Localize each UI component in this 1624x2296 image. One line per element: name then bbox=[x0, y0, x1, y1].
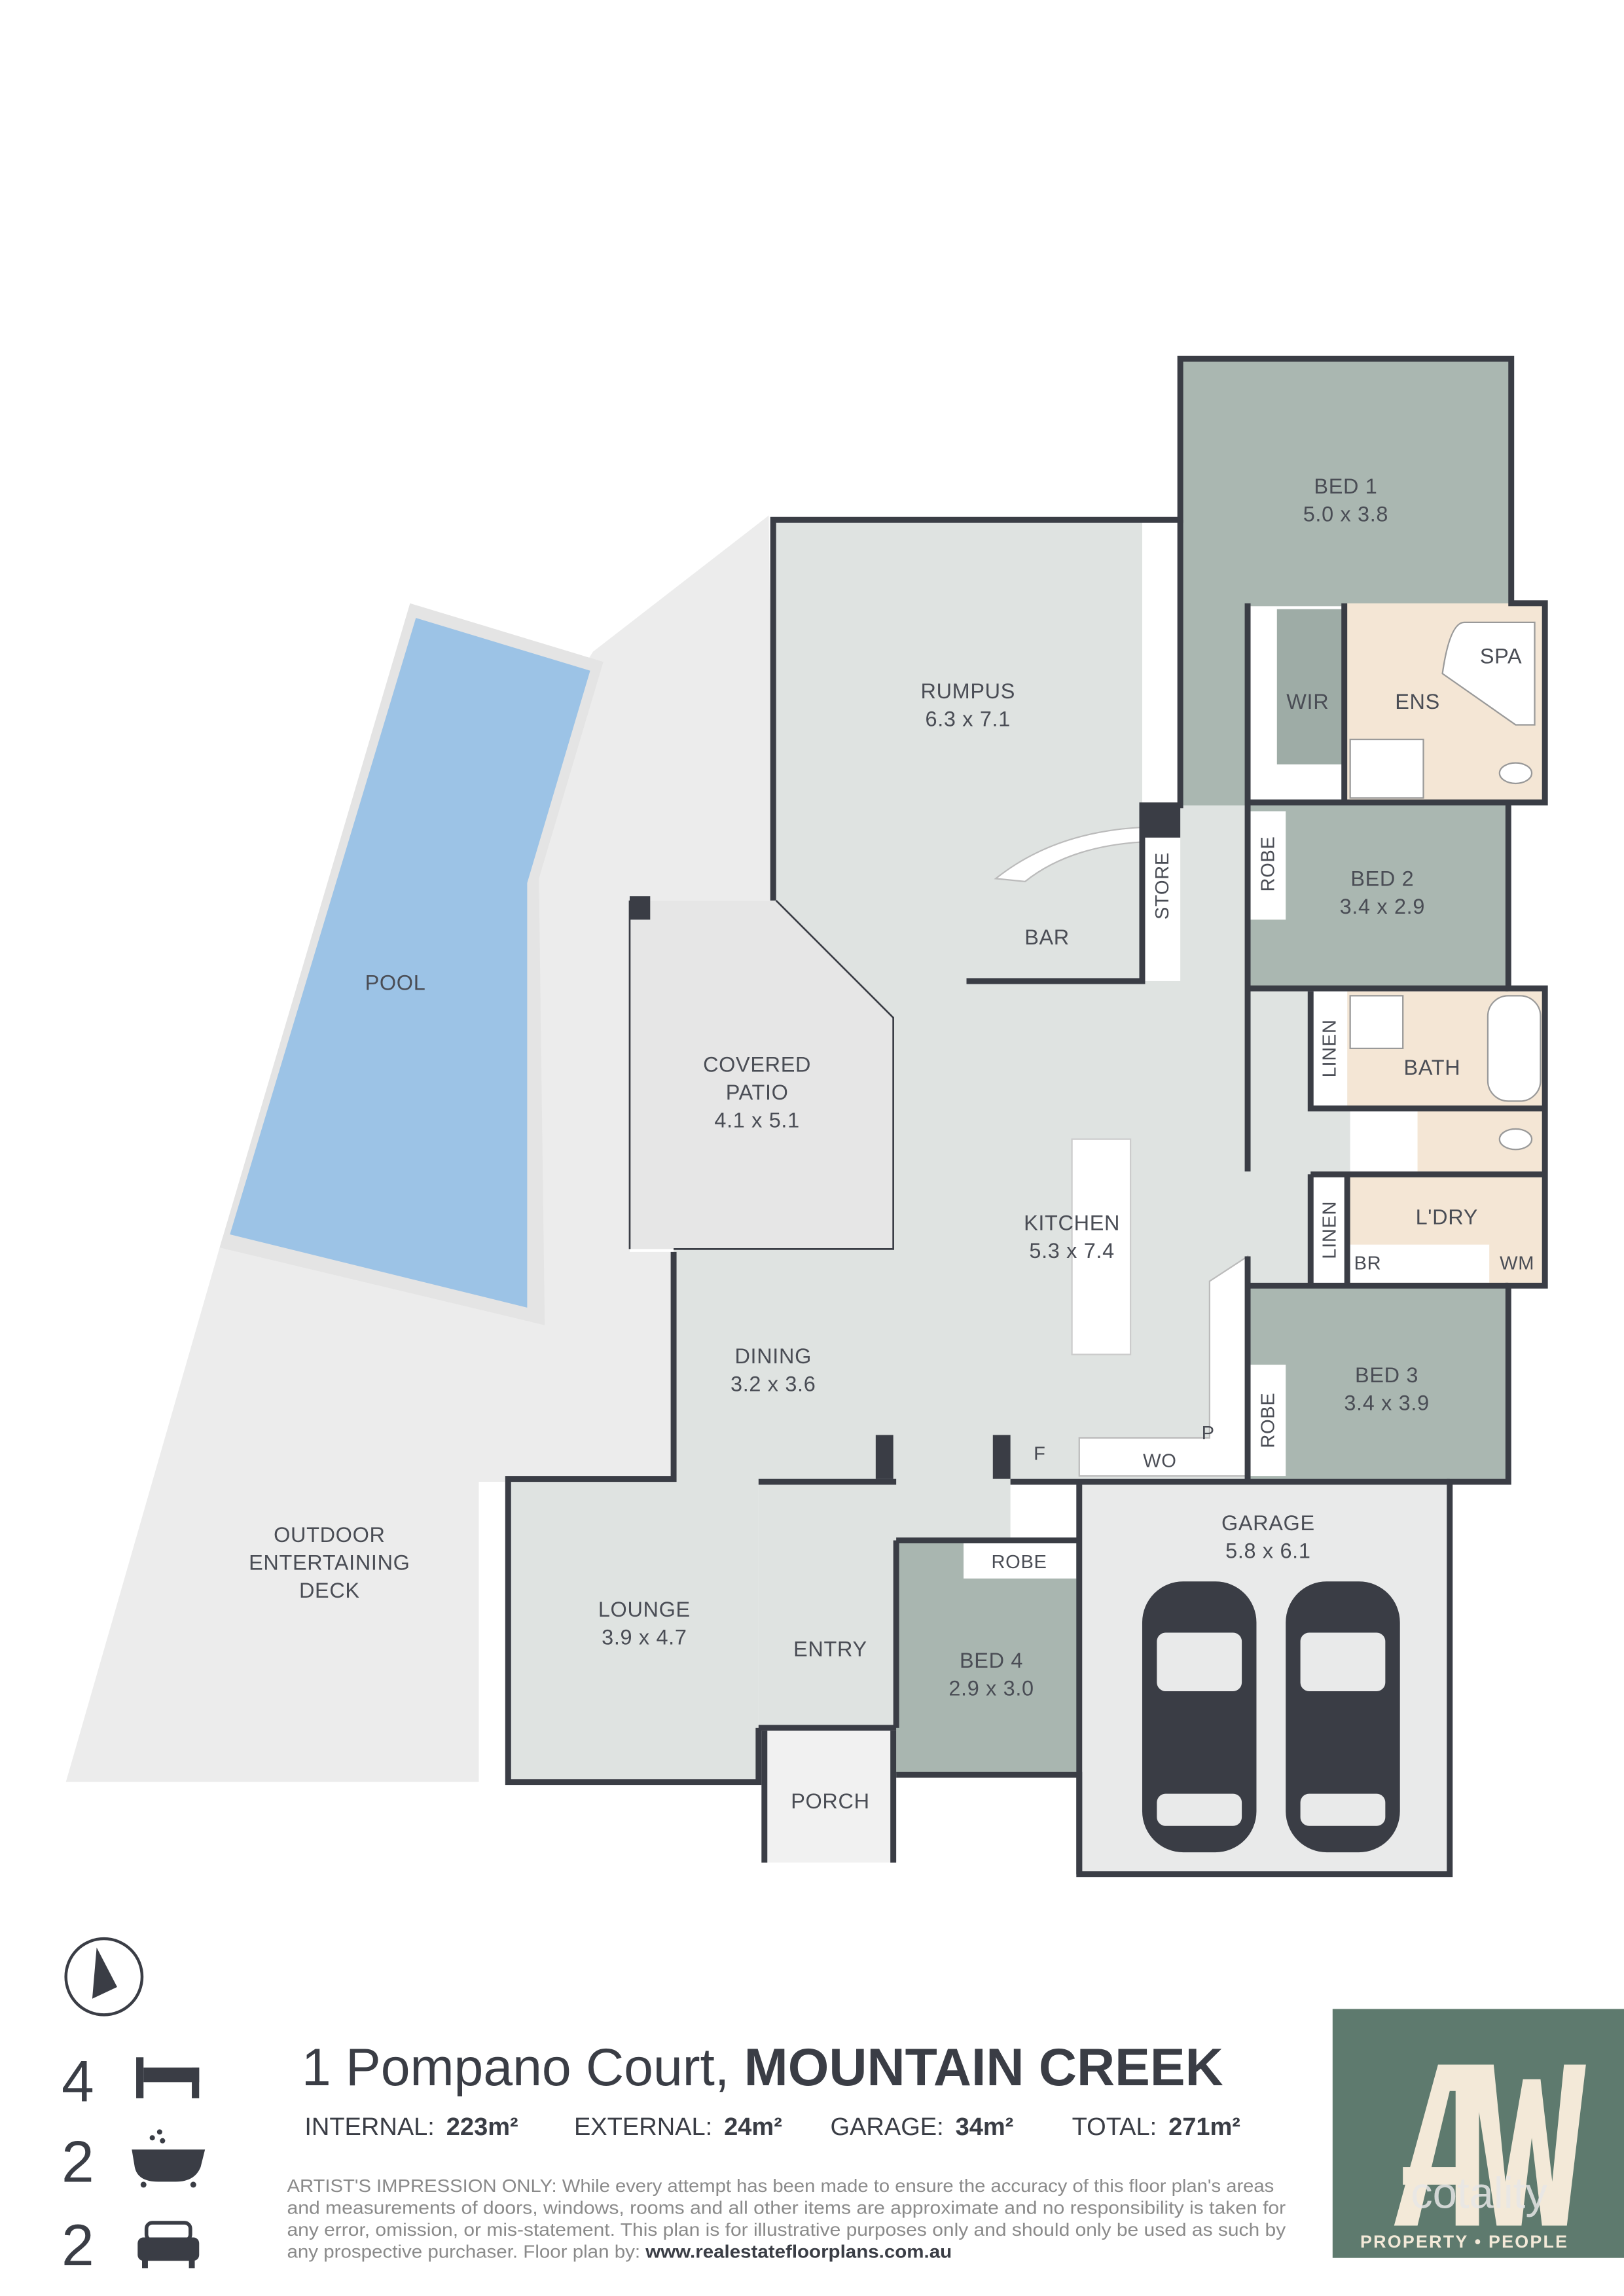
lounge-label: LOUNGE bbox=[598, 1598, 691, 1621]
robe-bed3-label: ROBE bbox=[1257, 1393, 1278, 1448]
rumpus-window-strip bbox=[1142, 522, 1181, 804]
bath-icon bbox=[132, 2129, 206, 2188]
disclaimer-line-3: any error, omission, or mis-statement. T… bbox=[287, 2219, 1286, 2240]
wir-label: WIR bbox=[1286, 690, 1329, 713]
kitchen-size: 5.3 x 7.4 bbox=[1029, 1239, 1114, 1263]
car-1 bbox=[1142, 1581, 1257, 1853]
kitchen-island bbox=[1071, 1138, 1132, 1355]
bathtub bbox=[1487, 995, 1542, 1102]
bathroom-count: 2 bbox=[62, 2128, 94, 2194]
kitchen-label: KITCHEN bbox=[1024, 1211, 1120, 1234]
bed3-size: 3.4 x 3.9 bbox=[1344, 1391, 1429, 1414]
wir bbox=[1276, 609, 1344, 764]
ensuite-shower bbox=[1349, 738, 1424, 799]
area-garage: GARAGE:34m² bbox=[830, 2113, 1013, 2141]
disclaimer-line-2: and measurements of doors, windows, room… bbox=[287, 2197, 1286, 2218]
compass-north-icon bbox=[64, 1937, 144, 2017]
pool-water bbox=[230, 618, 590, 1308]
deck-label-2: ENTERTAINING bbox=[249, 1551, 410, 1574]
covered-patio-size: 4.1 x 5.1 bbox=[714, 1109, 799, 1132]
bed-icon bbox=[136, 2057, 200, 2098]
suburb: MOUNTAIN CREEK bbox=[744, 2038, 1223, 2097]
bedroom-count: 4 bbox=[62, 2048, 94, 2113]
linen2-cupboard bbox=[1312, 1174, 1348, 1286]
covered-patio bbox=[629, 900, 893, 1249]
bath-label: BATH bbox=[1404, 1056, 1461, 1079]
area-total: TOTAL:271m² bbox=[1072, 2113, 1240, 2141]
pantry-label: P bbox=[1202, 1423, 1215, 1444]
spa-label: SPA bbox=[1480, 645, 1522, 668]
deck-label-3: DECK bbox=[299, 1579, 360, 1602]
property-address: 1 Pompano Court, MOUNTAIN CREEK bbox=[302, 2038, 1223, 2097]
dining-label: DINING bbox=[734, 1344, 812, 1368]
car-count: 2 bbox=[62, 2212, 94, 2278]
dining-area bbox=[674, 1249, 893, 1479]
robe-bed4 bbox=[964, 1543, 1077, 1579]
entry-label: ENTRY bbox=[793, 1637, 867, 1660]
rumpus-size: 6.3 x 7.1 bbox=[926, 708, 1011, 731]
fridge-label: F bbox=[1034, 1444, 1045, 1465]
logo-aw-mark bbox=[1394, 2064, 1586, 2226]
deck-label-1: OUTDOOR bbox=[274, 1523, 385, 1547]
robe-bed4-label: ROBE bbox=[992, 1552, 1047, 1573]
area-external: EXTERNAL:24m² bbox=[574, 2113, 782, 2141]
bed4 bbox=[896, 1540, 1079, 1775]
lounge bbox=[508, 1482, 759, 1780]
bed2-label: BED 2 bbox=[1350, 867, 1414, 891]
robe-bed2 bbox=[1250, 811, 1286, 920]
pool-label: POOL bbox=[365, 971, 426, 994]
bed3 bbox=[1248, 1285, 1506, 1482]
linen1-label: LINEN bbox=[1319, 1019, 1340, 1077]
bed4-size: 2.9 x 3.0 bbox=[948, 1677, 1034, 1700]
garage-size: 5.8 x 6.1 bbox=[1225, 1539, 1310, 1562]
robe-bed2-label: ROBE bbox=[1257, 836, 1278, 891]
car-2 bbox=[1286, 1581, 1400, 1853]
street: 1 Pompano Court, bbox=[302, 2038, 744, 2097]
dining-size: 3.2 x 3.6 bbox=[731, 1372, 816, 1395]
disclaimer-line-4: any prospective purchaser. Floor plan by… bbox=[287, 2241, 952, 2262]
wall-oven-label: WO bbox=[1143, 1451, 1176, 1472]
ens-label: ENS bbox=[1395, 690, 1440, 713]
bed1-label: BED 1 bbox=[1314, 475, 1377, 498]
porch-label: PORCH bbox=[791, 1789, 869, 1813]
ensuite-toilet bbox=[1498, 762, 1533, 785]
robe-bed3 bbox=[1250, 1365, 1286, 1477]
bed2 bbox=[1248, 805, 1506, 989]
floorplan-link[interactable]: www.realestatefloorplans.com.au bbox=[645, 2241, 952, 2262]
agency-logo: cotality PROPERTY • PEOPLE bbox=[1332, 2009, 1624, 2258]
store bbox=[1142, 837, 1181, 981]
logo-partner: cotality bbox=[1411, 2169, 1547, 2218]
bed4-label: BED 4 bbox=[960, 1649, 1023, 1672]
rumpus-label: RUMPUS bbox=[920, 679, 1015, 703]
bed1-size: 5.0 x 3.8 bbox=[1303, 502, 1388, 526]
garage-label: GARAGE bbox=[1221, 1511, 1315, 1535]
linen1-cupboard bbox=[1312, 991, 1348, 1106]
walls bbox=[505, 355, 1548, 1878]
laundry-br-label: BR bbox=[1354, 1253, 1382, 1274]
porch bbox=[764, 1731, 893, 1863]
laundry-bench bbox=[1350, 1244, 1490, 1283]
laundry-wm-label: WM bbox=[1500, 1253, 1534, 1274]
bar-label: BAR bbox=[1024, 925, 1070, 949]
covered-patio-label-1: COVERED bbox=[703, 1053, 811, 1077]
laundry-label: L'DRY bbox=[1416, 1205, 1478, 1229]
deck-edge bbox=[478, 1482, 509, 1782]
area-internal: INTERNAL:223m² bbox=[304, 2113, 518, 2141]
disclaimer-line-1: ARTIST'S IMPRESSION ONLY: While every at… bbox=[287, 2175, 1274, 2196]
covered-patio-label-2: PATIO bbox=[726, 1081, 789, 1104]
linen2-label: LINEN bbox=[1319, 1201, 1340, 1259]
store-label: STORE bbox=[1152, 852, 1173, 920]
bed2-size: 3.4 x 2.9 bbox=[1340, 895, 1425, 918]
bed3-label: BED 3 bbox=[1355, 1363, 1418, 1387]
lounge-size: 3.9 x 4.7 bbox=[602, 1625, 687, 1649]
logo-tagline: PROPERTY • PEOPLE bbox=[1360, 2232, 1568, 2251]
toilet bbox=[1498, 1128, 1533, 1151]
bath-shower bbox=[1349, 995, 1404, 1049]
spa-tub bbox=[1441, 621, 1536, 726]
car-icon bbox=[137, 2221, 200, 2269]
